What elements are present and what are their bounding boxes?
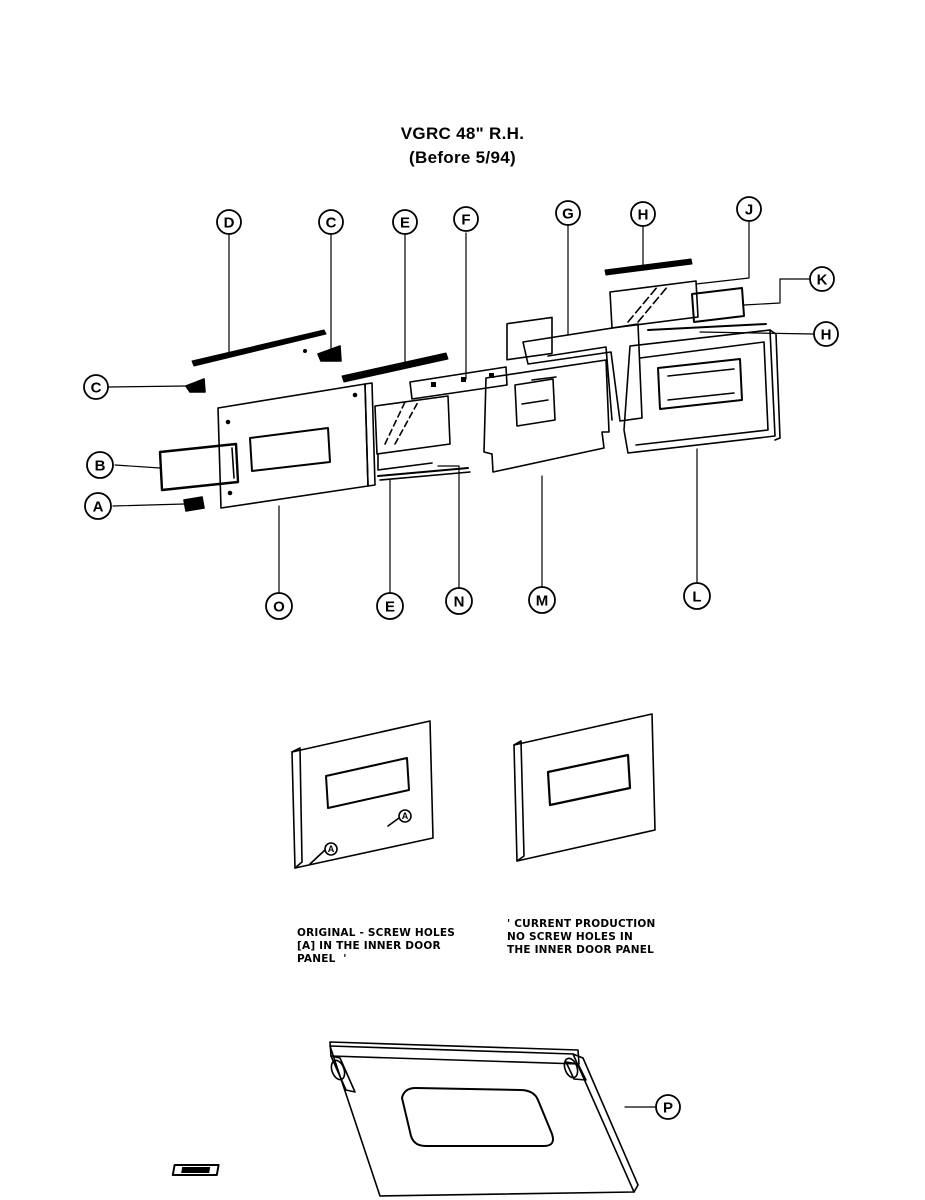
callout-P bbox=[655, 1094, 681, 1120]
callout-H-top bbox=[630, 201, 656, 227]
callout-C-top bbox=[318, 209, 344, 235]
callout-F bbox=[453, 206, 479, 232]
callout-label: K bbox=[817, 272, 828, 289]
callout-label: H bbox=[821, 327, 832, 344]
part-bracket-top bbox=[317, 345, 342, 362]
callout-label: L bbox=[692, 589, 701, 606]
callout-label: A bbox=[93, 499, 104, 516]
callout-label: H bbox=[638, 207, 649, 224]
leader-lines bbox=[108, 221, 814, 1108]
screw-hole-label: A bbox=[402, 811, 409, 821]
callout-label: B bbox=[95, 458, 106, 475]
callout-G bbox=[555, 200, 581, 226]
callout-label: O bbox=[273, 599, 285, 616]
callout-J bbox=[736, 196, 762, 222]
callout-O bbox=[265, 592, 293, 620]
part-outer-door-panel bbox=[217, 382, 376, 509]
callout-K bbox=[809, 266, 835, 292]
callout-label: N bbox=[454, 594, 465, 611]
callout-E-top bbox=[392, 209, 418, 235]
callout-E-bottom bbox=[376, 592, 404, 620]
part-glass-pane bbox=[374, 395, 451, 455]
part-top-trim bbox=[191, 329, 327, 367]
callout-label: E bbox=[385, 599, 395, 616]
part-divider-frame bbox=[377, 454, 433, 471]
part-bracket-left bbox=[185, 378, 206, 393]
part-inner-glass bbox=[609, 280, 699, 329]
part-trim-strip-bottom bbox=[377, 467, 471, 481]
caption-current-production: ' CURRENT PRODUCTION NO SCREW HOLES IN T… bbox=[507, 918, 656, 956]
callout-circles bbox=[83, 196, 839, 1120]
callout-label: C bbox=[326, 215, 337, 232]
part-small-frame bbox=[691, 287, 745, 323]
callout-L bbox=[683, 582, 711, 610]
callout-N bbox=[445, 587, 473, 615]
callout-label: M bbox=[536, 593, 549, 610]
callout-C-left bbox=[83, 374, 109, 400]
callout-M bbox=[528, 586, 556, 614]
part-bracket-bar bbox=[409, 366, 508, 400]
part-trim-small-right bbox=[647, 323, 767, 331]
callout-B bbox=[86, 451, 114, 479]
callout-label: J bbox=[745, 202, 753, 219]
part-trim-strip-top bbox=[341, 352, 449, 383]
part-button bbox=[183, 496, 205, 512]
callout-label: C bbox=[91, 380, 102, 397]
inner-panel-original bbox=[291, 720, 434, 869]
inner-panel-current bbox=[513, 713, 656, 862]
callout-label: D bbox=[224, 215, 235, 232]
part-window-trim bbox=[158, 442, 240, 492]
callout-label: E bbox=[400, 215, 410, 232]
diagram-title: VGRC 48" R.H. bbox=[400, 124, 525, 143]
callout-D bbox=[216, 209, 242, 235]
part-trim-small-top bbox=[604, 258, 693, 276]
callout-label: F bbox=[461, 212, 470, 229]
caption-original: ORIGINAL - SCREW HOLES [A] IN THE INNER … bbox=[297, 927, 456, 965]
callout-H-right bbox=[813, 321, 839, 347]
part-inner-door-panel bbox=[483, 316, 610, 473]
callout-A bbox=[84, 492, 112, 520]
assembled-door bbox=[171, 1041, 639, 1197]
callout-label: G bbox=[562, 206, 574, 223]
callout-label: P bbox=[663, 1100, 673, 1117]
part-door-liner bbox=[623, 329, 781, 454]
screw-hole-label: A bbox=[328, 844, 335, 854]
diagram-subtitle: (Before 5/94) bbox=[409, 148, 516, 167]
part-insulation-panel bbox=[522, 323, 643, 422]
